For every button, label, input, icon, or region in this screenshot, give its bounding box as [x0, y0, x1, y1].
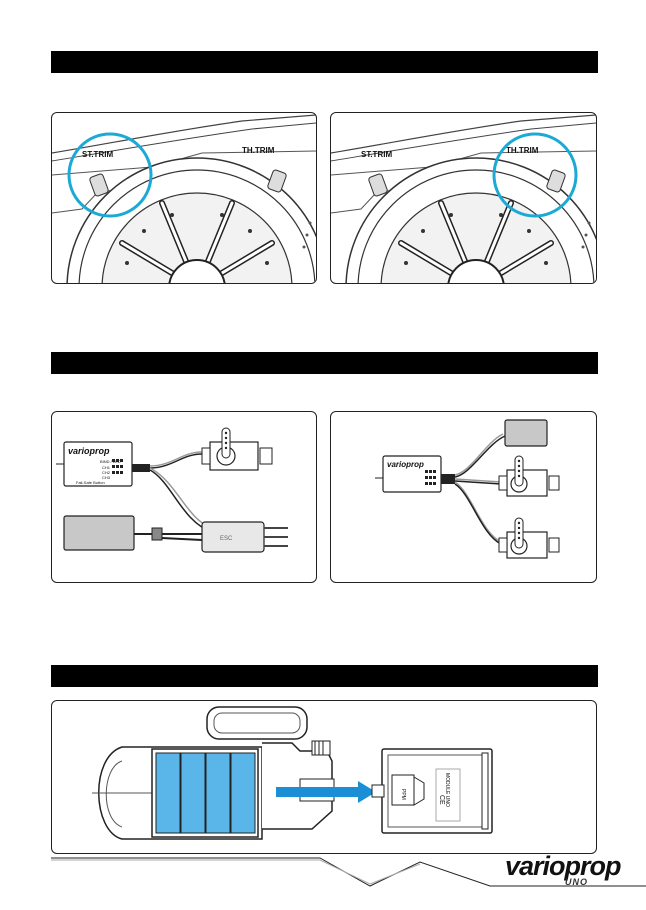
- highlight-circle: [67, 132, 153, 218]
- wiring-servo-diagram: varioprop: [330, 411, 597, 583]
- servo: [498, 455, 560, 497]
- esc-label: ESC: [220, 536, 233, 542]
- st-trim-label: ST.TRIM: [82, 150, 113, 159]
- section-bar-2: [51, 352, 598, 374]
- th-trim-label: TH.TRIM: [242, 146, 275, 155]
- receiver-button-label: Fail-Safe Button: [76, 480, 105, 485]
- section-bar-1: [51, 51, 598, 73]
- module-text: MODULE UNO: [444, 773, 450, 807]
- footer-logo-sub: UNO: [565, 877, 588, 887]
- receiver: varioprop: [375, 455, 442, 493]
- highlight-circle: [492, 132, 578, 218]
- module-ce-mark: CE: [438, 795, 445, 805]
- receiver-channel-bind: BIND / LED: [100, 459, 121, 464]
- footer-logo-main: varioprop: [505, 851, 622, 881]
- module-port-label: PPM: [400, 789, 406, 800]
- section-bar-3: [51, 665, 598, 687]
- module-install-diagram: PPM MODULE UNO CE: [51, 700, 597, 854]
- esc: ESC: [201, 521, 288, 553]
- receiver-brand: varioprop: [387, 460, 424, 469]
- trim-figure-th: ST.TRIM TH.TRIM: [330, 112, 597, 284]
- receiver-channel-2: CH2: [102, 470, 111, 475]
- trim-figure-st: ST.TRIM TH.TRIM: [51, 112, 317, 284]
- wiring-esc-diagram: varioprop BIND / LED CH1 CH2 CH3 Fail-Sa…: [51, 411, 317, 583]
- footer-line: [51, 857, 646, 887]
- battery: [504, 419, 548, 447]
- servo: [201, 427, 273, 471]
- battery-pack: [151, 748, 259, 838]
- footer-logo: varioprop UNO: [505, 852, 622, 888]
- rf-module: PPM MODULE UNO CE: [371, 748, 493, 834]
- servo: [498, 517, 560, 559]
- th-trim-label: TH.TRIM: [506, 146, 539, 155]
- insert-arrow: [276, 781, 376, 803]
- receiver: varioprop BIND / LED CH1 CH2 CH3 Fail-Sa…: [56, 441, 133, 487]
- receiver-channel-1: CH1: [102, 465, 111, 470]
- battery: [63, 515, 203, 551]
- st-trim-label: ST.TRIM: [361, 150, 392, 159]
- receiver-channel-3: CH3: [102, 475, 111, 480]
- receiver-brand: varioprop: [68, 446, 110, 456]
